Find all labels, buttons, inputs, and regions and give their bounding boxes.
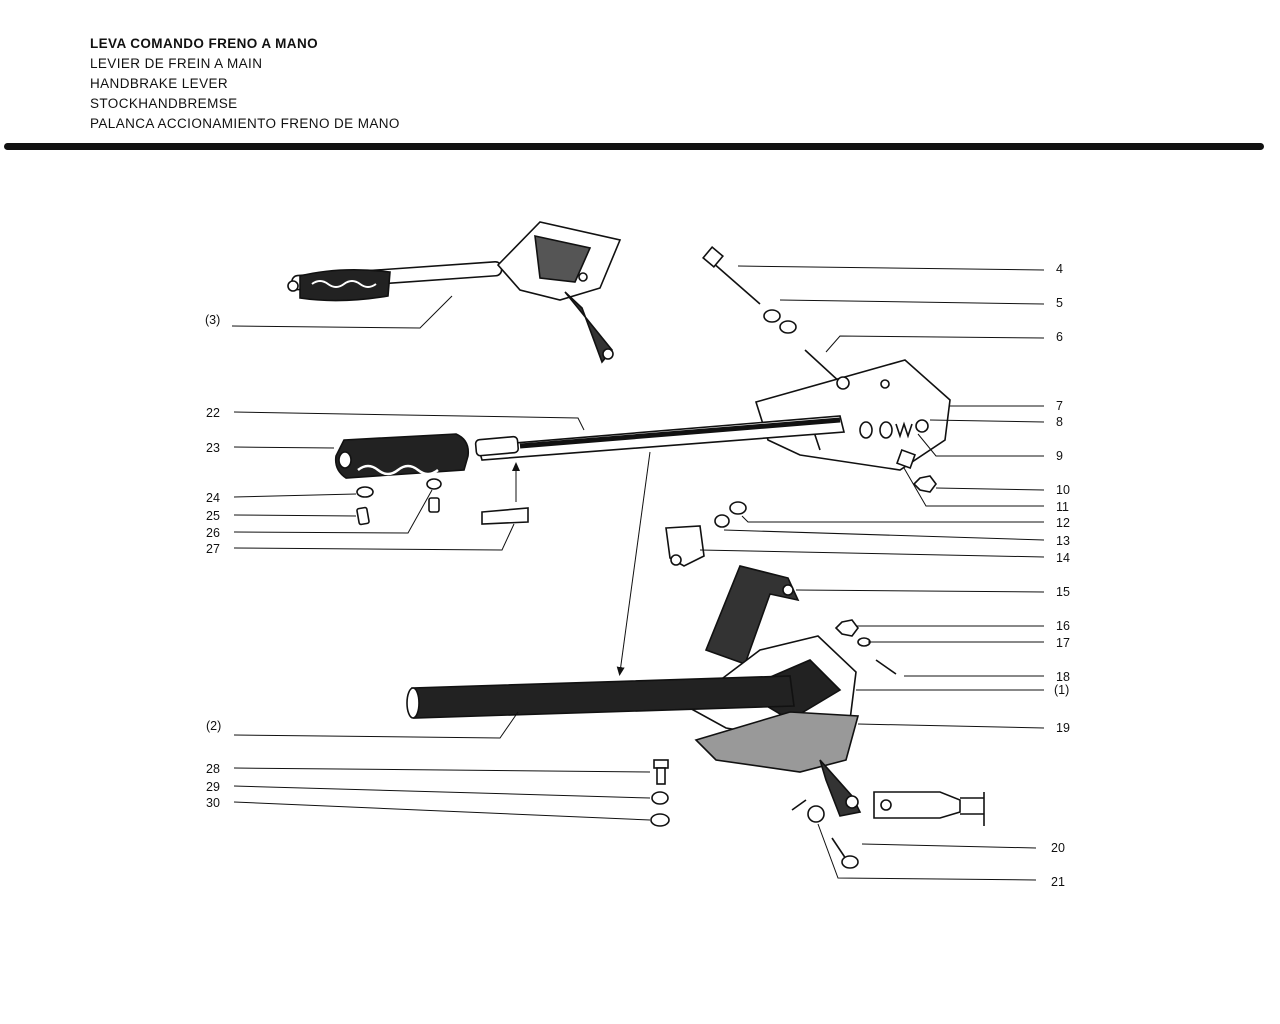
label-27: 27 — [206, 542, 220, 556]
label-21: 21 — [1051, 875, 1065, 889]
label-4: 4 — [1056, 262, 1063, 276]
title-block: LEVA COMANDO FRENO A MANO LEVIER DE FREI… — [90, 34, 400, 134]
label-11: 11 — [1056, 500, 1069, 514]
part-10-nut — [912, 475, 937, 493]
label-15: 15 — [1056, 585, 1070, 599]
part-14-pawl-rod — [665, 525, 705, 567]
part-23-grip — [334, 433, 470, 479]
label-24: 24 — [206, 491, 220, 505]
part-28-bolt — [653, 759, 669, 785]
title-spanish: PALANCA ACCIONAMIENTO FRENO DE MANO — [90, 116, 400, 131]
part-7-bracket-plate — [754, 359, 951, 471]
leader-3 — [231, 295, 453, 329]
label-13: 13 — [1056, 534, 1070, 548]
label-17: 17 — [1056, 636, 1070, 650]
leader-lines — [233, 265, 1045, 881]
label-19: 19 — [1056, 721, 1070, 735]
assembly-3-complete-lever — [287, 221, 622, 364]
part-22-lever-rod — [474, 415, 846, 461]
part-12-13-washers — [714, 501, 747, 528]
part-6-pin — [804, 349, 843, 385]
part-30-washer — [650, 813, 670, 827]
label-26: 26 — [206, 526, 220, 540]
clevis-rod — [873, 791, 985, 826]
part-11-lockwasher — [896, 449, 916, 469]
label-16: 16 — [1056, 619, 1070, 633]
label-14: 14 — [1056, 551, 1070, 565]
part-19-base-plate — [694, 711, 862, 817]
part-20-pin — [831, 837, 859, 869]
label-10: 10 — [1056, 483, 1070, 497]
label-22: 22 — [206, 406, 220, 420]
label-29: 29 — [206, 780, 220, 794]
part-2-lever-tube — [406, 675, 795, 719]
part-29-lockwasher — [651, 791, 669, 805]
label-3: (3) — [205, 313, 220, 327]
part-8-spring-assembly — [859, 419, 929, 439]
part-5-washers — [763, 309, 797, 334]
part-21-washer-cotter — [791, 799, 825, 823]
label-18: 18 — [1056, 670, 1070, 684]
label-30: 30 — [206, 796, 220, 810]
title-english: HANDBRAKE LEVER — [90, 76, 229, 91]
label-6: 6 — [1056, 330, 1063, 344]
title-german: STOCKHANDBREMSE — [90, 96, 238, 111]
label-2: (2) — [206, 719, 221, 733]
label-28: 28 — [206, 762, 220, 776]
title-italian: LEVA COMANDO FRENO A MANO — [90, 36, 318, 51]
label-12: 12 — [1056, 516, 1070, 530]
part-18-bolt — [875, 659, 897, 675]
label-9: 9 — [1056, 449, 1063, 463]
label-23: 23 — [206, 441, 220, 455]
part-25-screw — [356, 506, 370, 526]
title-french: LEVIER DE FREIN A MAIN — [90, 56, 263, 71]
header-rule — [4, 143, 1264, 150]
part-27-button-rod — [481, 507, 529, 525]
label-25: 25 — [206, 509, 220, 523]
part-labels: 4 5 6 7 8 9 10 11 12 13 14 15 16 17 18 (… — [206, 262, 1070, 889]
part-26-spring-washer — [426, 478, 442, 513]
part-24-washer — [356, 486, 374, 498]
part-4-bolt — [702, 246, 761, 305]
label-8: 8 — [1056, 415, 1063, 429]
label-20: 20 — [1051, 841, 1065, 855]
part-16-17-nut-washer — [834, 619, 871, 647]
label-5: 5 — [1056, 296, 1063, 310]
label-1: (1) — [1054, 683, 1069, 697]
label-7: 7 — [1056, 399, 1063, 413]
